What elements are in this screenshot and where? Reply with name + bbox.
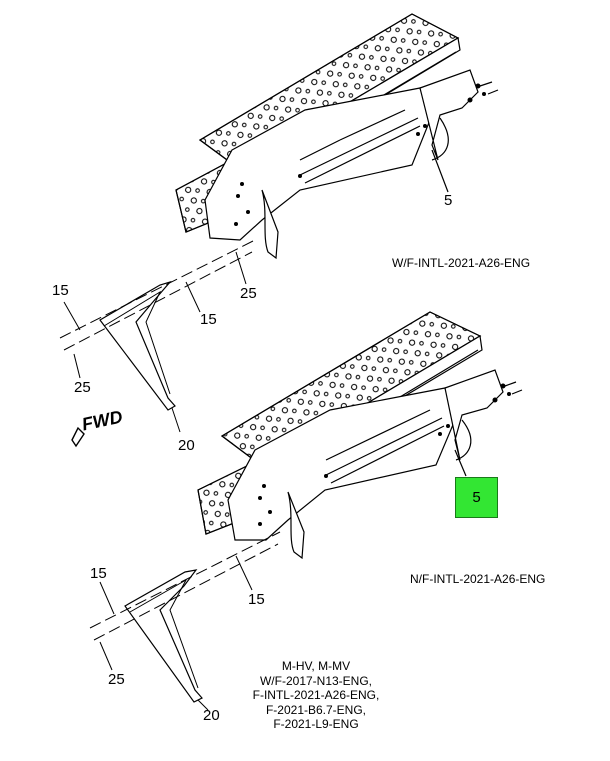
callout-clip-upper: 20: [178, 437, 195, 454]
note-line: M-HV, M-MV: [281, 659, 351, 673]
note-line: F-2021-L9-ENG: [273, 717, 359, 731]
callout-step-upper: 5: [444, 192, 453, 209]
callout-bracket-upper: 25: [240, 285, 257, 302]
callout-clip-lower: 20: [203, 707, 220, 724]
lower-step-assembly: [197, 311, 523, 560]
callout-step-lower-highlight[interactable]: 5: [455, 477, 498, 518]
callout-clip-top-lower: 15: [90, 565, 107, 582]
upper-wire-clip: [99, 280, 176, 411]
callout-clip-end-lower: 25: [108, 671, 125, 688]
caption-lower: N/F-INTL-2021-A26-ENG: [410, 572, 546, 586]
upper-step-bracket: [204, 87, 431, 241]
note-line: F-2021-B6.7-ENG,: [265, 702, 367, 717]
note-line: W/F-2017-N13-ENG,: [259, 673, 373, 688]
applicability-notes: M-HV, M-MV W/F-2017-N13-ENG, F-INTL-2021…: [232, 659, 400, 732]
callout-rod-upper: 15: [200, 311, 217, 328]
callout-clip-end-upper: 25: [74, 379, 91, 396]
upper-rod-lines: [59, 239, 256, 379]
caption-upper: W/F-INTL-2021-A26-ENG: [392, 256, 531, 270]
upper-step-assembly: [175, 13, 499, 260]
lower-step-bracket: [227, 387, 456, 541]
callout-clip-top-upper: 15: [52, 282, 69, 299]
callout-rod-lower: 15: [248, 591, 265, 608]
lower-wire-clip: [124, 569, 203, 703]
note-line: F-INTL-2021-A26-ENG,: [252, 688, 380, 702]
fwd-arrow-icon: [71, 426, 85, 448]
